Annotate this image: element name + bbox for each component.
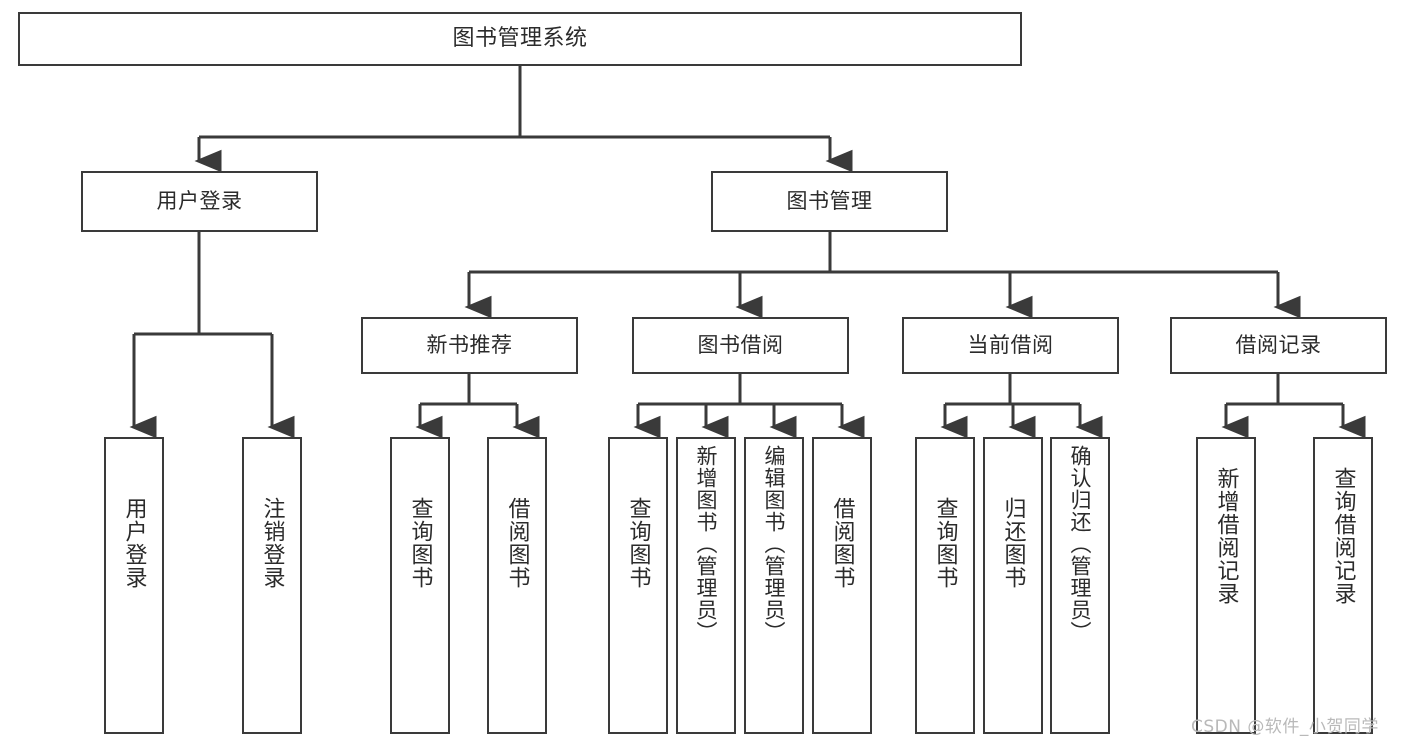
node-leaf-query-book-3[interactable]: 查询图书 <box>915 437 975 734</box>
node-leaf-query-book-2-label: 查询图书 <box>625 497 651 589</box>
node-leaf-borrow-book-1-label: 借阅图书 <box>504 497 530 589</box>
node-root[interactable]: 图书管理系统 <box>18 12 1022 66</box>
node-book-manage[interactable]: 图书管理 <box>711 171 948 232</box>
node-leaf-query-book-1-label: 查询图书 <box>407 497 433 589</box>
node-leaf-confirm-return[interactable]: 确认归还（管理员） <box>1050 437 1110 734</box>
node-leaf-query-book-2[interactable]: 查询图书 <box>608 437 668 734</box>
node-book-manage-label: 图书管理 <box>786 189 873 214</box>
node-book-borrow-label: 图书借阅 <box>697 333 784 358</box>
node-new-book-rec-label: 新书推荐 <box>426 333 513 358</box>
csdn-watermark: CSDN @软件_小贺同学 <box>1191 717 1379 737</box>
node-book-borrow[interactable]: 图书借阅 <box>632 317 849 374</box>
node-leaf-user-login-label: 用户登录 <box>121 497 147 589</box>
node-leaf-edit-book[interactable]: 编辑图书（管理员） <box>744 437 804 734</box>
node-leaf-query-record[interactable]: 查询借阅记录 <box>1313 437 1373 734</box>
node-borrow-record[interactable]: 借阅记录 <box>1170 317 1387 374</box>
node-leaf-query-book-1[interactable]: 查询图书 <box>390 437 450 734</box>
node-leaf-return-book-label: 归还图书 <box>1000 497 1026 589</box>
node-leaf-query-record-label: 查询借阅记录 <box>1330 467 1356 605</box>
node-user-login-label: 用户登录 <box>156 189 243 214</box>
node-root-label: 图书管理系统 <box>452 26 588 52</box>
node-current-borrow-label: 当前借阅 <box>967 333 1054 358</box>
node-leaf-user-logout[interactable]: 注销登录 <box>242 437 302 734</box>
node-leaf-user-login[interactable]: 用户登录 <box>104 437 164 734</box>
node-user-login[interactable]: 用户登录 <box>81 171 318 232</box>
node-leaf-borrow-book-1[interactable]: 借阅图书 <box>487 437 547 734</box>
node-current-borrow[interactable]: 当前借阅 <box>902 317 1119 374</box>
node-leaf-user-logout-label: 注销登录 <box>259 497 285 589</box>
node-leaf-add-book-label: 新增图书（管理员） <box>694 445 719 643</box>
node-leaf-query-book-3-label: 查询图书 <box>932 497 958 589</box>
node-leaf-add-record[interactable]: 新增借阅记录 <box>1196 437 1256 734</box>
node-new-book-rec[interactable]: 新书推荐 <box>361 317 578 374</box>
node-leaf-add-record-label: 新增借阅记录 <box>1213 467 1239 605</box>
node-borrow-record-label: 借阅记录 <box>1235 333 1322 358</box>
node-leaf-return-book[interactable]: 归还图书 <box>983 437 1043 734</box>
node-leaf-borrow-book-2[interactable]: 借阅图书 <box>812 437 872 734</box>
node-leaf-confirm-return-label: 确认归还（管理员） <box>1068 445 1093 643</box>
node-leaf-borrow-book-2-label: 借阅图书 <box>829 497 855 589</box>
node-leaf-edit-book-label: 编辑图书（管理员） <box>762 445 787 643</box>
node-leaf-add-book[interactable]: 新增图书（管理员） <box>676 437 736 734</box>
